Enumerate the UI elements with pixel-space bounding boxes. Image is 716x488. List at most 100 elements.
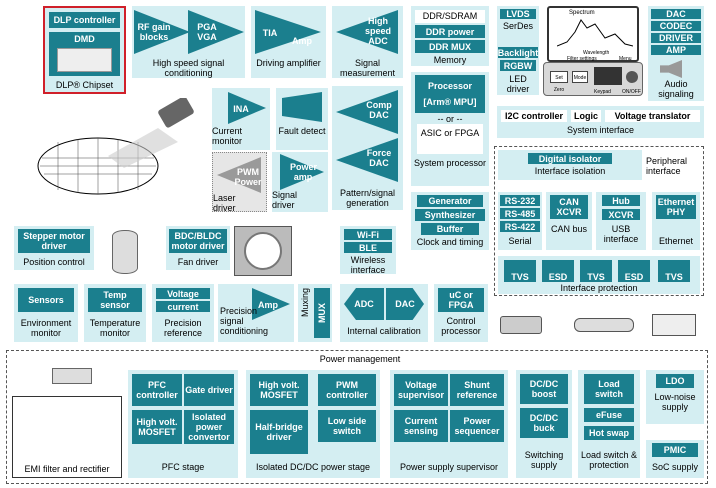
dcdc-buck: DC/DC buck — [520, 408, 568, 438]
wireless-caption: Wireless interface — [350, 255, 386, 275]
power-adapter-icon — [52, 368, 92, 384]
environment-monitor[interactable]: Sensors Environment monitor — [14, 284, 78, 342]
audio-codec: CODEC — [651, 21, 701, 31]
system-interface[interactable]: I2C controller Logic Voltage translator … — [497, 106, 704, 138]
iso-caption: Interface isolation — [534, 166, 606, 176]
interface-isolation[interactable]: Digital isolator Interface isolation — [498, 150, 642, 180]
pga-label: PGA VGA — [197, 22, 217, 42]
dcdc-boost: DC/DC boost — [520, 374, 568, 404]
load-switch: Load switch — [584, 374, 634, 404]
audio-signaling[interactable]: DAC CODEC DRIVER AMP Audio signaling — [648, 6, 704, 101]
fault-detect[interactable]: Fault detect — [276, 88, 328, 150]
usb-interface[interactable]: Hub XCVR USB interface — [596, 192, 646, 250]
spectrometer-device: Spectrum Wavelength Filter settings Menu… — [543, 4, 645, 96]
system-processor[interactable]: Processor[Arm® MPU] -- or -- ASIC or FPG… — [411, 72, 489, 186]
control-processor[interactable]: uC or FPGA Control processor — [434, 284, 488, 342]
signal-measurement[interactable]: High speed ADC Signal measurement — [332, 6, 403, 78]
screen-axis: Wavelength — [583, 50, 610, 56]
rs232: RS-232 — [500, 195, 540, 206]
soc-supply[interactable]: PMIC SoC supply — [646, 440, 704, 478]
device-body: Set Zero Mode Keypad ON/OFF — [543, 62, 643, 96]
can-xcvr: CAN XCVR — [550, 195, 588, 219]
led-driver[interactable]: LVDS SerDes Backlight RGBW LED driver — [497, 6, 539, 95]
digital-isolator: Digital isolator — [528, 153, 612, 164]
hs-signal-conditioning[interactable]: RF gain blocks PGA VGA High speed signal… — [132, 6, 245, 78]
dlp-chipset[interactable]: DLP controller DMD DLP® Chipset — [43, 6, 126, 94]
peripheral-interface-group — [494, 146, 704, 296]
current-monitor[interactable]: INA Current monitor — [212, 88, 270, 150]
pfc-stage[interactable]: PFC controller Gate driver High volt. MO… — [128, 370, 238, 478]
internal-calibration[interactable]: ADC DAC Internal calibration — [340, 284, 428, 342]
power-button[interactable] — [626, 71, 638, 83]
triangle-left-icon — [336, 90, 398, 134]
serial[interactable]: RS-232 RS-485 RS-422 Serial — [498, 192, 542, 250]
esd-2: ESD — [618, 260, 650, 282]
laser-driver[interactable]: PWM Power Laser driver — [212, 152, 267, 213]
audio-dac: DAC — [651, 9, 701, 19]
temp-sensor: Temp sensor — [88, 288, 142, 312]
spectrum-curve — [557, 19, 633, 47]
cal-dac: DAC — [386, 288, 424, 320]
audio-amp: AMP — [651, 45, 701, 55]
load-switch-protection[interactable]: Load switch eFuse Hot swap Load switch &… — [578, 370, 640, 478]
temperature-monitor[interactable]: Temp sensor Temperature monitor — [84, 284, 146, 342]
rs422: RS-422 — [500, 221, 540, 232]
synthesizer: Synthesizer — [415, 209, 485, 221]
sensors: Sensors — [18, 288, 74, 312]
screen-menu: Menu — [619, 56, 632, 62]
set-zero-button[interactable]: Set Zero — [550, 71, 568, 93]
power-amp-label: Power amp — [290, 162, 318, 182]
intcal-caption: Internal calibration — [347, 326, 421, 336]
fan-driver[interactable]: BDC/BLDC motor driver Fan driver — [166, 226, 230, 270]
low-noise-supply[interactable]: LDO Low-noise supply — [646, 370, 704, 424]
onoff-label: ON/OFF — [622, 89, 641, 95]
mux: MUX — [314, 288, 330, 338]
isodc-caption: Isolated DC/DC power stage — [255, 462, 371, 472]
ble: BLE — [344, 242, 392, 253]
memory[interactable]: DDR/SDRAM DDR power DDR MUX Memory — [411, 6, 489, 66]
ethernet[interactable]: Ethernet PHY Ethernet — [652, 192, 700, 250]
precision-signal-conditioning[interactable]: Amp Precision signal conditioning — [218, 284, 294, 342]
stepper-caption: Position control — [23, 257, 85, 267]
can-bus[interactable]: CAN XCVR CAN bus — [546, 192, 592, 250]
isolated-power-convertor: Isolated power convertor — [184, 410, 234, 444]
keypad[interactable] — [594, 67, 622, 85]
asic-fpga: ASIC or FPGA — [417, 124, 483, 154]
emi-filter-block[interactable]: EMI filter and rectifier — [12, 366, 122, 478]
voltage-ref: Voltage — [156, 288, 210, 299]
switching-supply[interactable]: DC/DC boost DC/DC buck Switching supply — [516, 370, 572, 478]
clock-and-timing[interactable]: Generator Synthesizer Buffer Clock and t… — [411, 192, 489, 250]
current-sensing: Current sensing — [394, 410, 448, 442]
power-supply-supervisor[interactable]: Voltage supervisor Shunt reference Curre… — [390, 370, 508, 478]
hs-signal-caption: High speed signal conditioning — [152, 58, 225, 78]
triangle-icon — [228, 92, 266, 124]
protect-caption: Interface protection — [560, 283, 638, 293]
pattern-signal-generation[interactable]: Comp DAC Force DAC Pattern/signal genera… — [332, 86, 403, 210]
interface-protection[interactable]: TVS ESD TVS ESD TVS Interface protection — [498, 256, 700, 294]
stepper-motor-driver[interactable]: Stepper motor driver Position control — [14, 226, 94, 270]
pfc-mosfet: High volt. MOSFET — [132, 410, 182, 444]
precision-reference[interactable]: Voltage current Precision reference — [152, 284, 214, 342]
signal-driver[interactable]: Power amp Signal driver — [272, 152, 328, 212]
precref-caption: Precision reference — [163, 318, 203, 338]
usb-hub: Hub — [602, 195, 640, 206]
isolated-dcdc-stage[interactable]: High volt. MOSFET PWM controller Half-br… — [246, 370, 380, 478]
rs485: RS-485 — [500, 208, 540, 219]
mode-button[interactable]: Mode — [572, 71, 588, 83]
screen-filter: Filter settings — [567, 56, 597, 62]
pfc-controller: PFC controller — [132, 374, 182, 406]
low-side-switch: Low side switch — [318, 410, 376, 442]
half-bridge-driver: Half-bridge driver — [250, 410, 308, 454]
driving-amplifier[interactable]: TIA Amp Driving amplifier — [251, 6, 326, 78]
dmd-chip-icon — [57, 48, 112, 72]
supv-caption: Power supply supervisor — [399, 462, 499, 472]
temp-caption: Temperature monitor — [89, 318, 141, 338]
sw-caption: Switching supply — [524, 450, 564, 470]
generator: Generator — [417, 195, 483, 207]
clock-caption: Clock and timing — [416, 237, 484, 247]
wireless-interface[interactable]: Wi-Fi BLE Wireless interface — [340, 226, 396, 275]
tia-label: TIA — [262, 28, 278, 38]
fan-caption: Fan driver — [177, 257, 219, 267]
muxing[interactable]: MUX Muxing — [298, 284, 332, 342]
speaker-icon — [660, 60, 682, 78]
